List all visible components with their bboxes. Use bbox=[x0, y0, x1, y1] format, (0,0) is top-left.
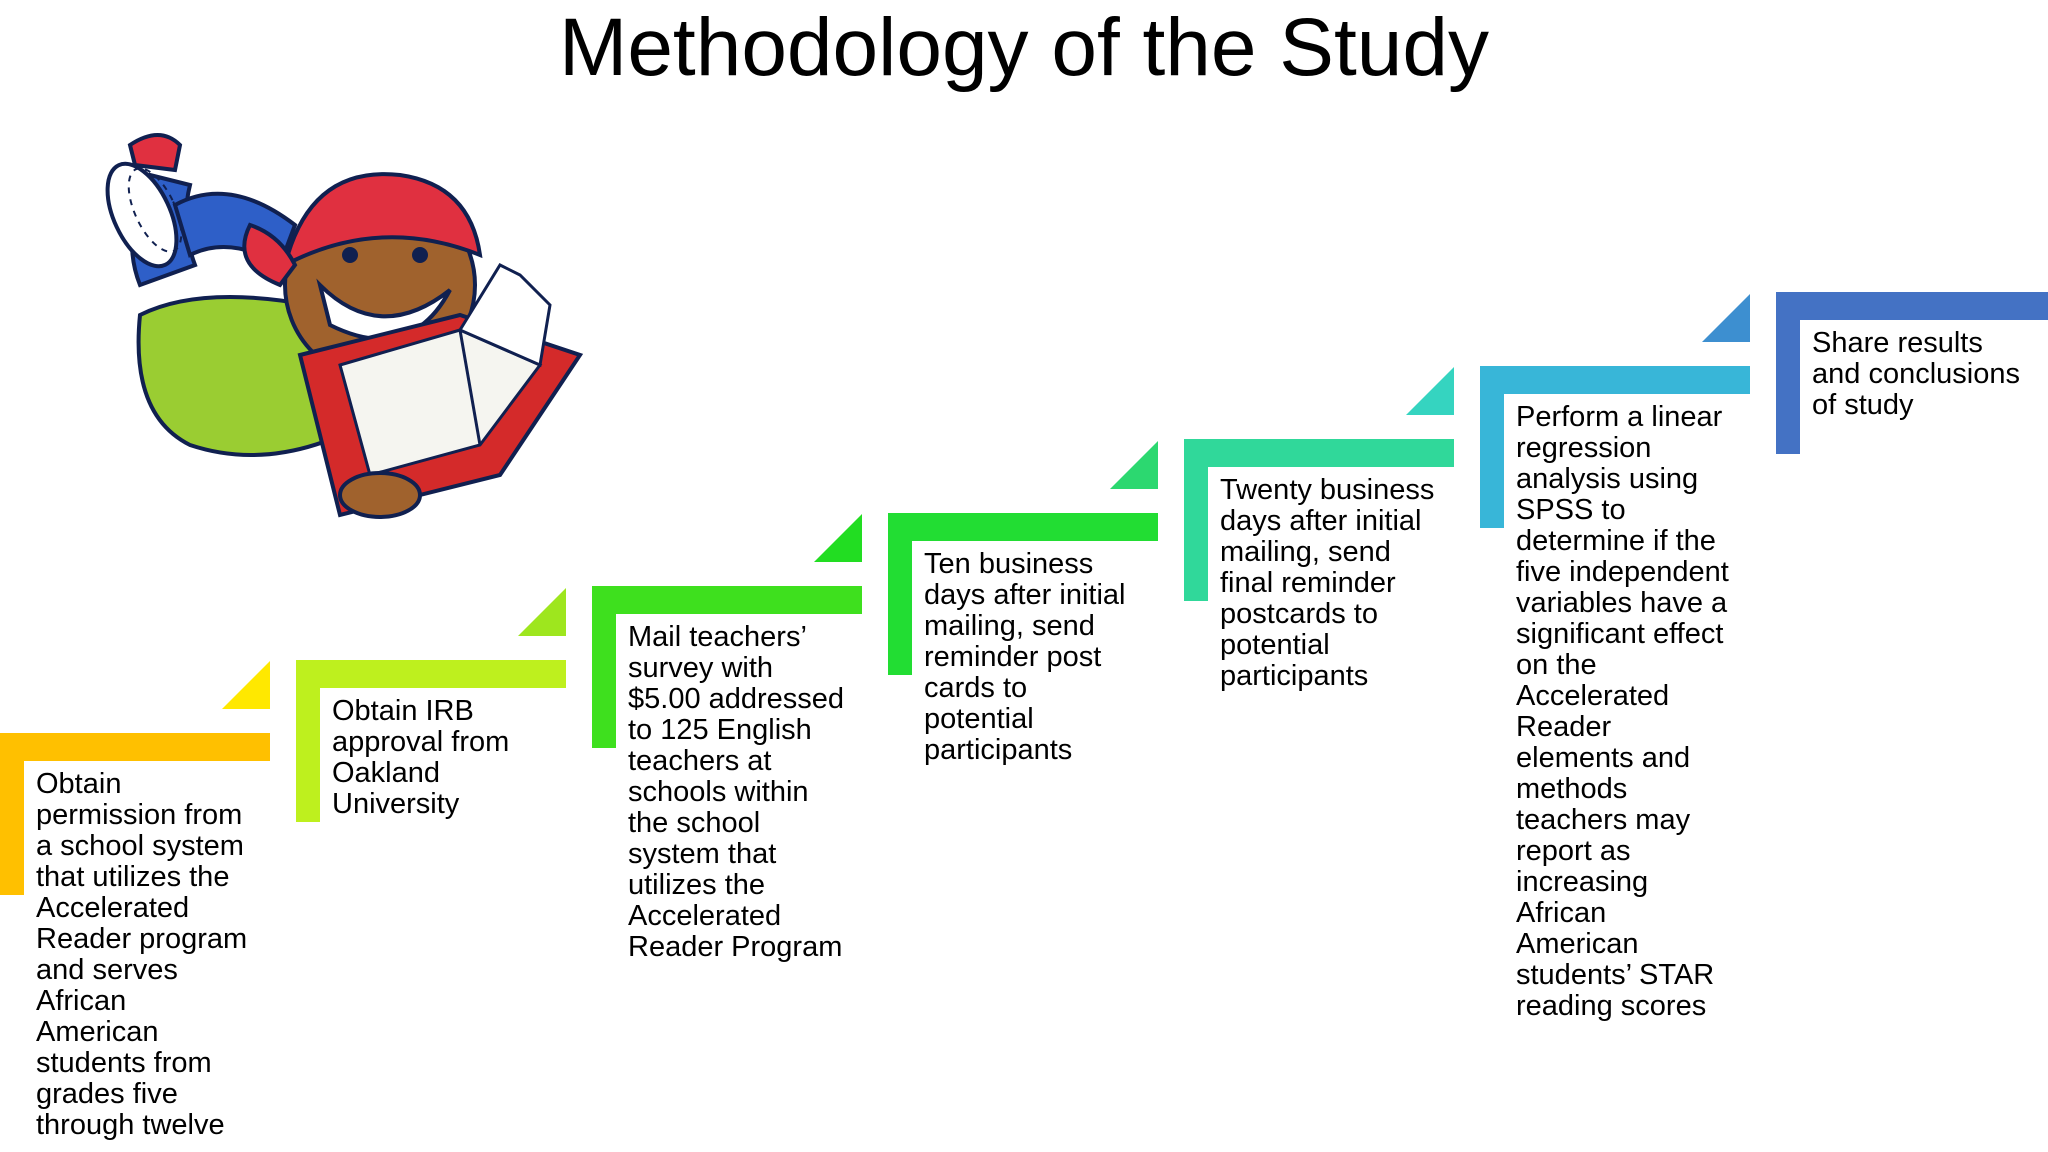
step-2-text: Obtain IRB approval from Oakland Univers… bbox=[332, 694, 510, 820]
step-4-bar bbox=[888, 512, 1158, 541]
step-1-post bbox=[0, 733, 24, 895]
step-7-post bbox=[1776, 292, 1800, 454]
step-4-arrow bbox=[1110, 440, 1158, 489]
step-1-text: Obtain permission from a school system t… bbox=[36, 768, 248, 1141]
step-6-text: Perform a linear regression analysis usi… bbox=[1516, 400, 1729, 1022]
reading-boy-icon bbox=[80, 115, 620, 535]
step-4-text: Ten business days after initial mailing,… bbox=[924, 547, 1126, 766]
step-7-text: Share results and conclusions of study bbox=[1812, 327, 2020, 421]
step-7-bar bbox=[1776, 292, 2048, 320]
page-title: Methodology of the Study bbox=[559, 2, 1489, 93]
step-3-post bbox=[592, 586, 616, 748]
step-5-text: Twenty business days after initial maili… bbox=[1220, 474, 1435, 692]
step-5-post bbox=[1184, 439, 1208, 601]
step-4-post bbox=[888, 512, 912, 675]
step-1-bar bbox=[0, 733, 270, 761]
step-3-arrow bbox=[814, 514, 862, 562]
step-5-bar bbox=[1184, 439, 1454, 467]
step-2-arrow bbox=[518, 587, 566, 636]
step-6-bar bbox=[1480, 365, 1750, 394]
step-2-post bbox=[296, 659, 320, 822]
step-1-arrow bbox=[222, 661, 270, 709]
step-3-bar bbox=[592, 586, 862, 614]
step-3-text: Mail teachers’ survey with $5.00 address… bbox=[628, 621, 845, 963]
step-5-arrow bbox=[1406, 367, 1454, 415]
step-6-post bbox=[1480, 365, 1504, 528]
step-6-arrow bbox=[1702, 293, 1750, 342]
step-2-bar bbox=[296, 659, 566, 688]
